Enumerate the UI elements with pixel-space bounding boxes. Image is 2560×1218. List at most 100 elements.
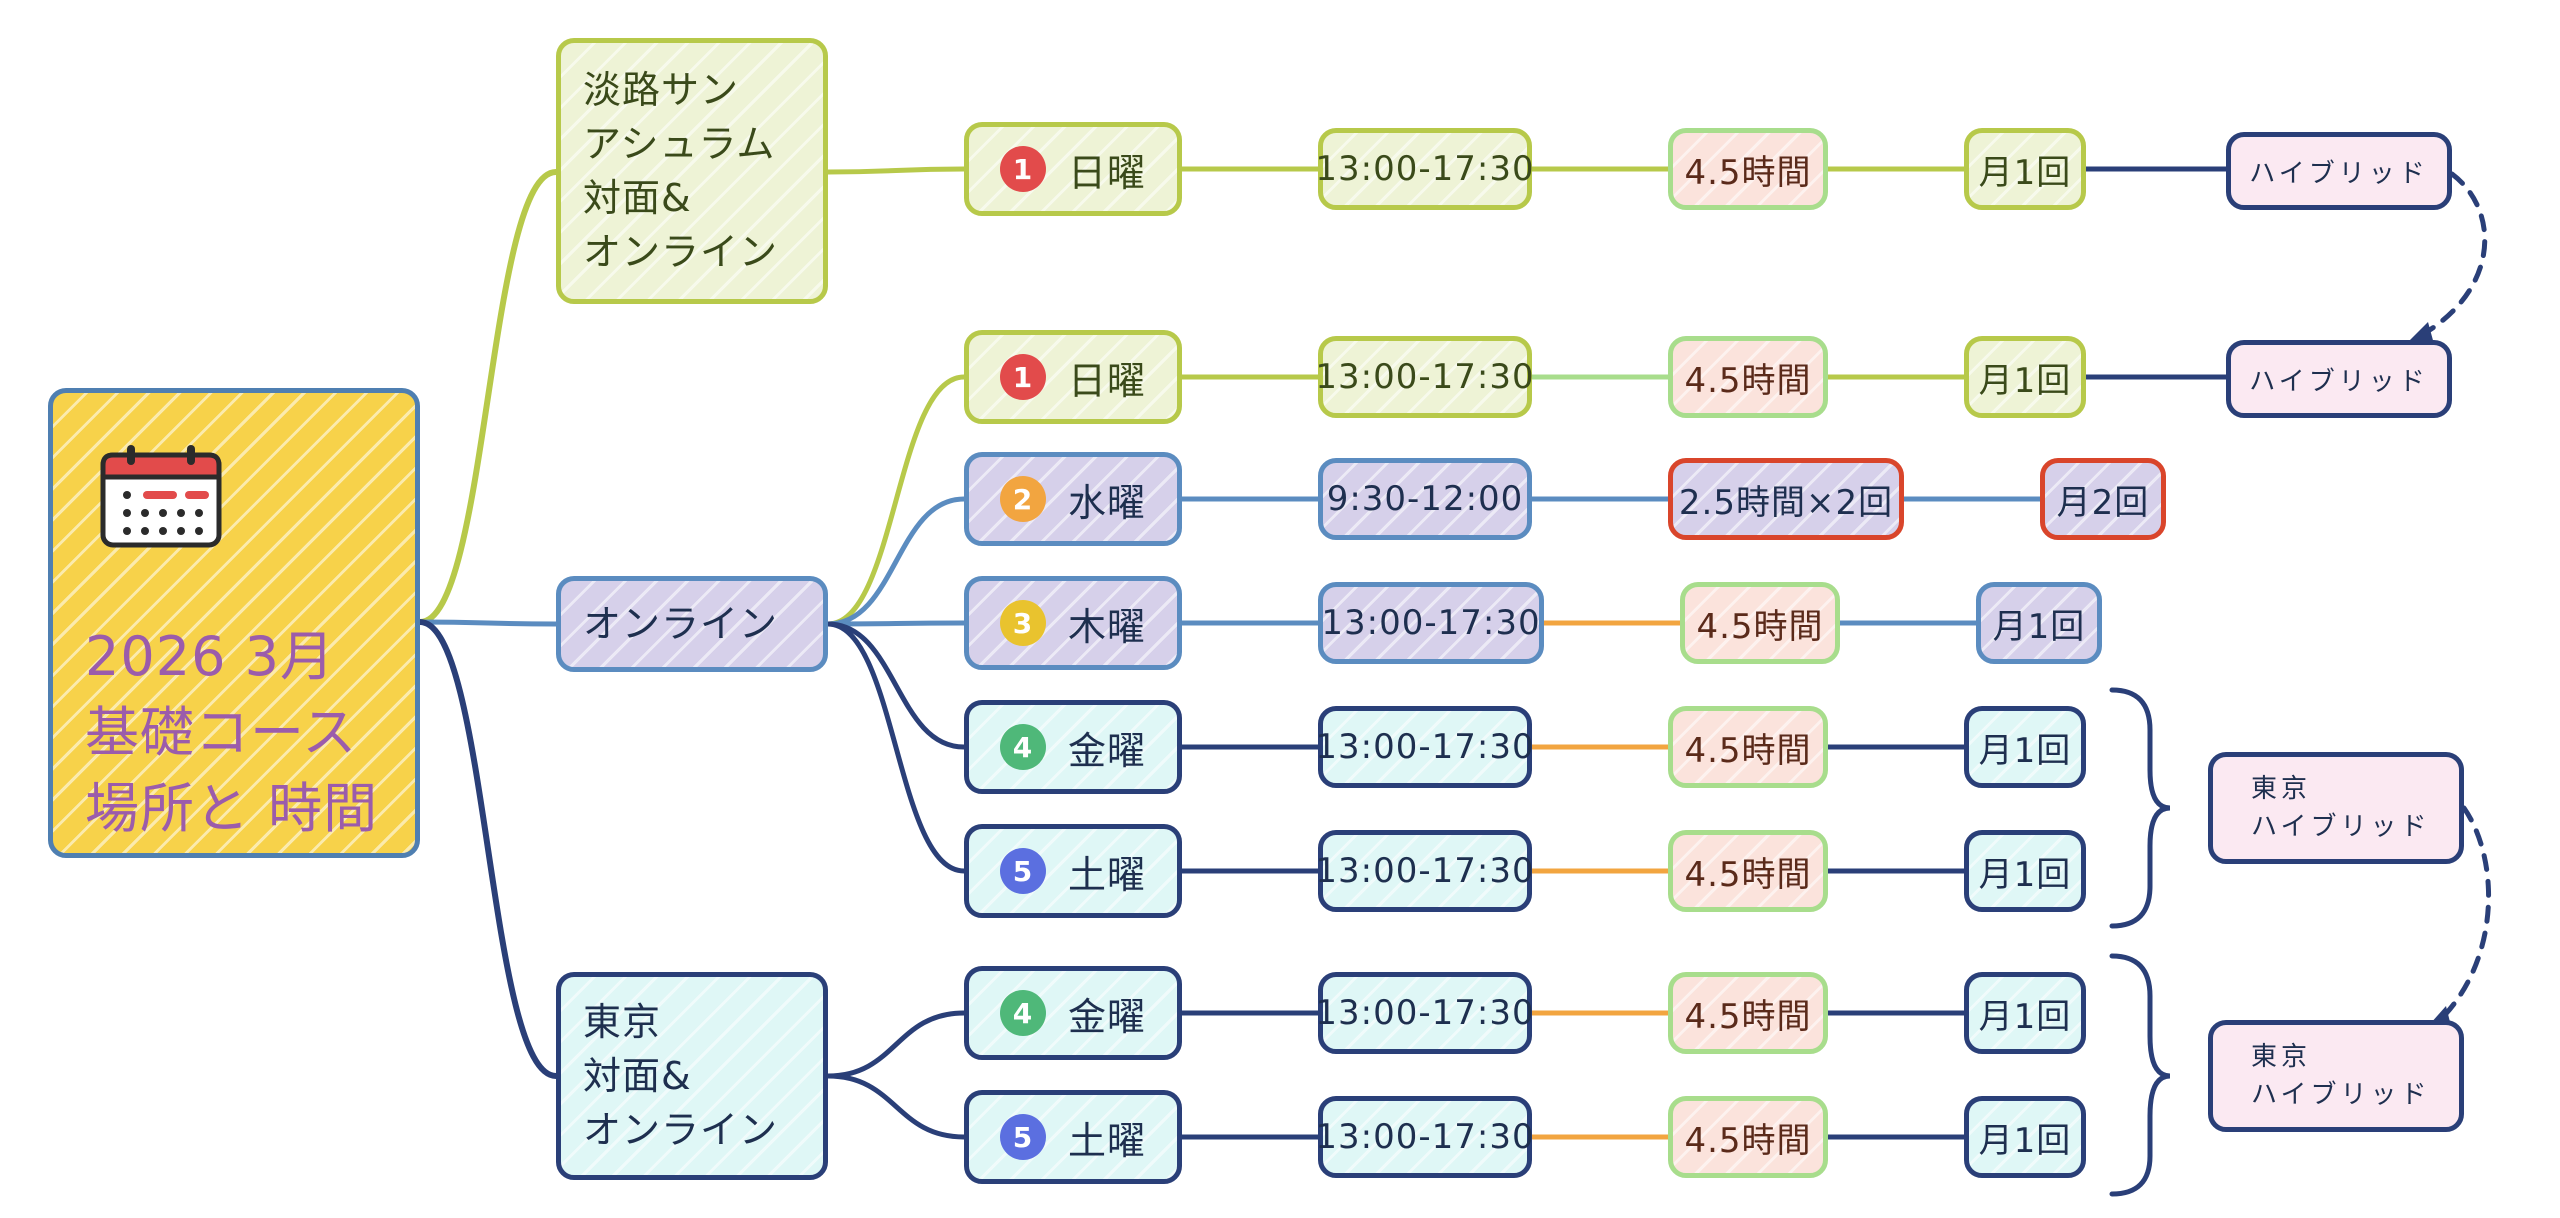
hours-node[interactable]: 4.5時間 [1680,582,1840,664]
hybrid-summary-node[interactable]: 東京 ハイブリッド [2208,752,2464,864]
time-node[interactable]: 9:30-12:00 [1318,458,1532,540]
freq-node[interactable]: 月1回 [1964,1096,2086,1178]
calendar-icon [100,445,222,548]
relation-arrow [2437,805,2492,1023]
hours-node[interactable]: 4.5時間 [1668,706,1828,788]
time-label: 13:00-17:30 [1315,149,1535,189]
day-node[interactable]: 3 木曜 [964,576,1182,670]
freq-node[interactable]: 月2回 [2040,458,2166,540]
hours-node[interactable]: 4.5時間 [1668,128,1828,210]
day-label: 水曜 [1067,480,1146,525]
freq-node[interactable]: 月1回 [1976,582,2102,664]
day-node[interactable]: 1 日曜 [964,330,1182,424]
hybrid-node[interactable]: ハイブリッド [2226,340,2452,418]
hours-label: 4.5時間 [1684,1120,1812,1161]
day-node[interactable]: 1 日曜 [964,122,1182,216]
branch-connector [417,619,559,627]
freq-label: 月1回 [1978,996,2072,1037]
relation-arrow [2417,171,2488,339]
freq-label: 月1回 [1978,360,2072,401]
brace-bracket [2109,687,2171,929]
branch-connector [825,166,967,175]
freq-label: 月2回 [2056,482,2150,523]
hybrid-label: ハイブリッド [2249,158,2429,189]
hybrid-summary-line2: ハイブリッド [2251,812,2431,842]
freq-node[interactable]: 月1回 [1964,128,2086,210]
hours-label: 4.5時間 [1696,606,1824,647]
branch-connector [825,374,967,627]
freq-label: 月1回 [1978,1120,2072,1161]
hours-label: 4.5時間 [1684,360,1812,401]
freq-label: 月1回 [1978,152,2072,193]
day-label: 金曜 [1067,994,1146,1039]
brace-bracket [2109,953,2171,1197]
day-node[interactable]: 5 土曜 [964,1090,1182,1184]
day-label: 土曜 [1067,852,1146,897]
hours-node[interactable]: 4.5時間 [1668,830,1828,912]
hours-node[interactable]: 4.5時間 [1668,972,1828,1054]
freq-label: 月1回 [1992,606,2086,647]
root-node[interactable]: 2026 3月 基礎コース 場所と 時間 [48,388,420,858]
day-node[interactable]: 4 金曜 [964,700,1182,794]
branch-online[interactable]: オンライン [556,576,828,672]
hybrid-summary-node[interactable]: 東京 ハイブリッド [2208,1020,2464,1132]
hours-label: 4.5時間 [1684,854,1812,895]
branch-awaji-label: 淡路サン アシュラム 対面& オンライン [583,68,779,274]
freq-node[interactable]: 月1回 [1964,336,2086,418]
badge-number: 1 [999,354,1046,400]
badge-number: 1 [999,146,1046,192]
freq-label: 月1回 [1978,730,2072,771]
root-title-line3: 場所と 時間 [85,777,379,840]
badge-number: 2 [999,476,1046,522]
badge-number: 5 [999,1114,1046,1160]
branch-awaji[interactable]: 淡路サン アシュラム 対面& オンライン [556,38,828,304]
hybrid-label: ハイブリッド [2249,366,2429,397]
time-node[interactable]: 13:00-17:30 [1315,128,1535,210]
branch-connector [825,1073,967,1140]
time-label: 13:00-17:30 [1315,1117,1535,1157]
branch-connector [825,1010,967,1079]
hours-node[interactable]: 2.5時間×2回 [1668,458,1904,540]
time-label: 13:00-17:30 [1315,851,1535,891]
freq-node[interactable]: 月1回 [1964,972,2086,1054]
badge-number: 3 [999,600,1046,646]
time-node[interactable]: 13:00-17:30 [1318,582,1544,664]
time-node[interactable]: 13:00-17:30 [1315,336,1535,418]
branch-connector [825,620,967,627]
time-label: 13:00-17:30 [1315,993,1535,1033]
time-label: 9:30-12:00 [1326,479,1524,519]
time-node[interactable]: 13:00-17:30 [1315,830,1535,912]
branch-connector [417,619,559,1079]
day-label: 木曜 [1067,604,1146,649]
branch-tokyo-label: 東京 対面& オンライン [583,1000,779,1152]
branch-connector [417,169,559,625]
day-label: 金曜 [1067,728,1146,773]
time-label: 13:00-17:30 [1315,357,1535,397]
freq-node[interactable]: 月1回 [1964,706,2086,788]
hours-node[interactable]: 4.5時間 [1668,336,1828,418]
day-label: 土曜 [1067,1118,1146,1163]
branch-connector [825,621,967,874]
time-label: 13:00-17:30 [1321,603,1541,643]
hours-node[interactable]: 4.5時間 [1668,1096,1828,1178]
day-node[interactable]: 2 水曜 [964,452,1182,546]
hybrid-summary-line1: 東京 [2251,1042,2312,1072]
hybrid-node[interactable]: ハイブリッド [2226,132,2452,210]
hours-label: 4.5時間 [1684,730,1812,771]
time-node[interactable]: 13:00-17:30 [1315,1096,1535,1178]
root-title-line1: 2026 3月 [85,625,335,688]
day-node[interactable]: 5 土曜 [964,824,1182,918]
time-node[interactable]: 13:00-17:30 [1315,706,1534,788]
freq-label: 月1回 [1978,854,2072,895]
badge-number: 5 [999,848,1046,894]
freq-node[interactable]: 月1回 [1964,830,2086,912]
branch-connector [825,496,967,627]
day-label: 日曜 [1067,150,1146,195]
hybrid-summary-line1: 東京 [2251,774,2312,804]
branch-tokyo[interactable]: 東京 対面& オンライン [556,972,828,1180]
day-node[interactable]: 4 金曜 [964,966,1182,1060]
day-label: 日曜 [1067,358,1146,403]
time-node[interactable]: 13:00-17:30 [1315,972,1535,1054]
